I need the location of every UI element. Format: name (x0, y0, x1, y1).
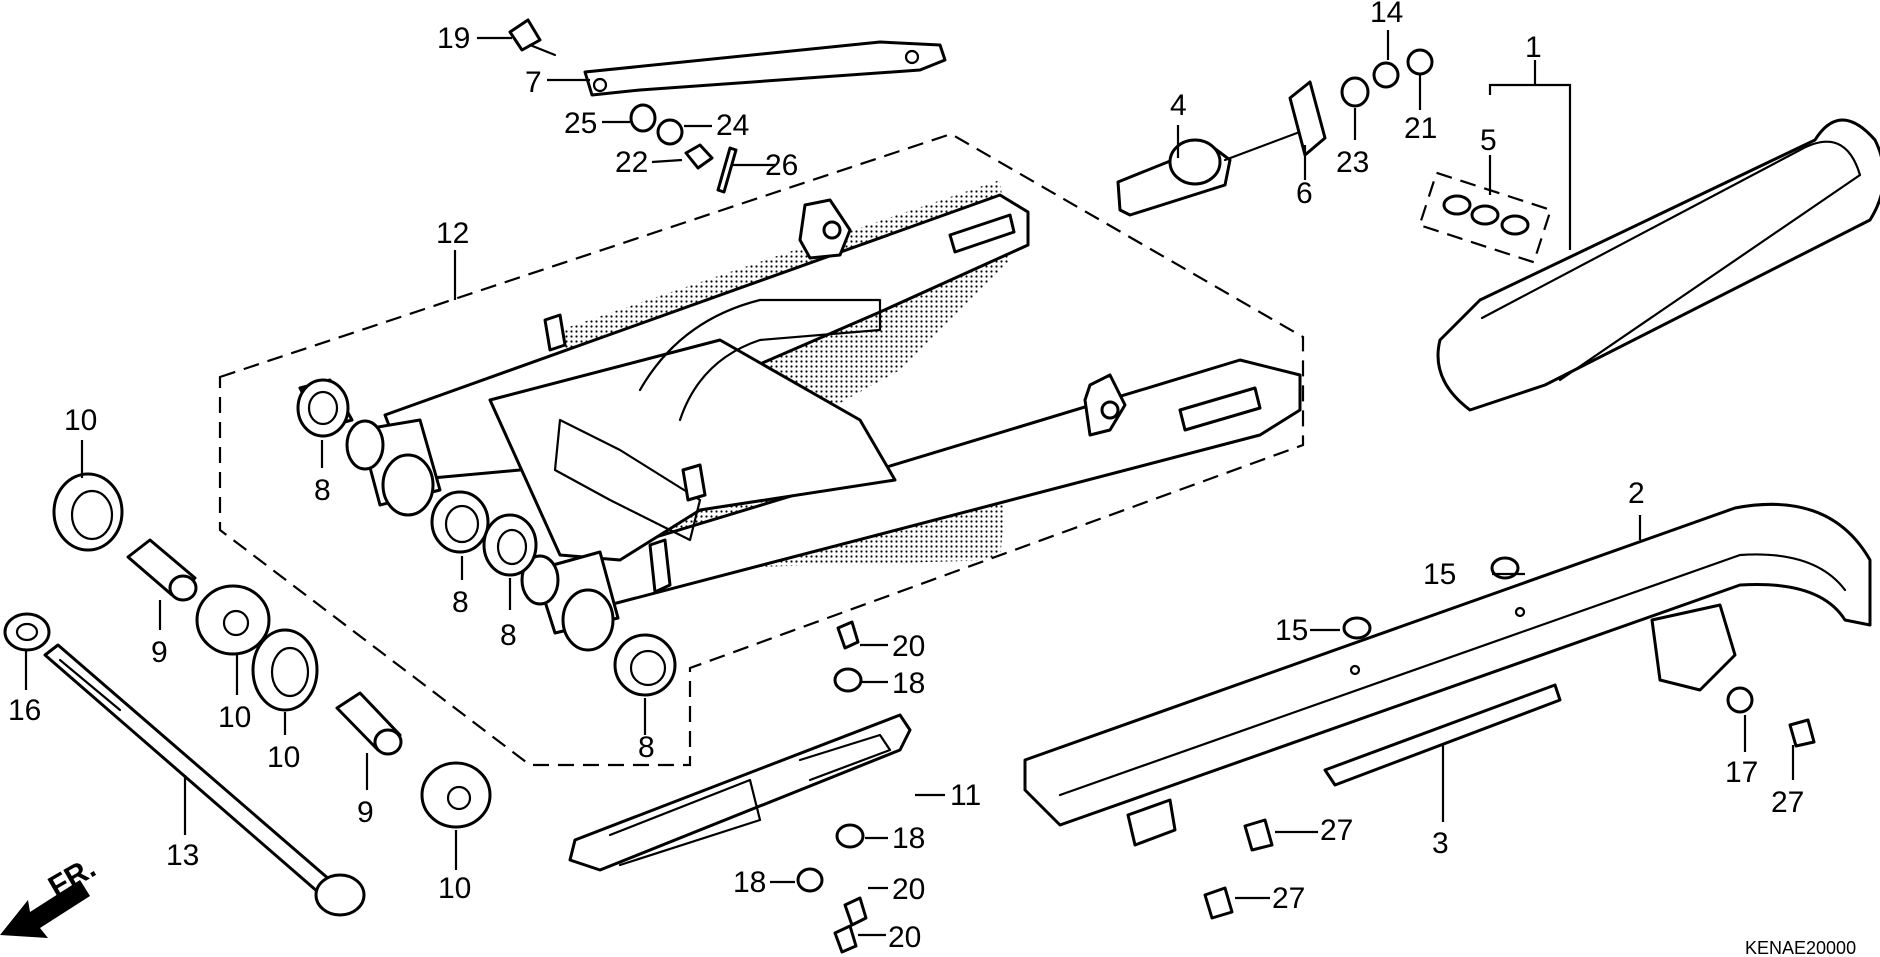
callout-10d: 10 (438, 872, 471, 905)
drive-chain (1436, 118, 1880, 412)
callout-18b: 18 (892, 822, 925, 855)
callout-15b: 15 (1423, 558, 1456, 591)
drawing-code: KENAE20000 (1745, 938, 1856, 957)
swingarm-group-boundary (218, 132, 1305, 767)
callout-22: 22 (615, 146, 648, 179)
callout-12: 12 (436, 217, 469, 250)
callout-16: 16 (8, 694, 41, 727)
pivot-bearing (52, 472, 124, 552)
callout-8d: 8 (638, 731, 655, 764)
front-label: FR. (43, 851, 101, 904)
callout-27b: 27 (1272, 882, 1305, 915)
callout-18a: 18 (892, 667, 925, 700)
callout-9b: 9 (357, 796, 374, 829)
chain-joint (1418, 171, 1553, 264)
adjuster-plate (1288, 80, 1327, 157)
swingarm (345, 180, 1302, 652)
washer (629, 103, 684, 146)
callout-27a: 27 (1320, 814, 1353, 847)
callout-9a: 9 (151, 636, 168, 669)
callout-20c: 20 (888, 921, 921, 954)
callout-6: 6 (1296, 177, 1313, 210)
pivot-bushing (613, 633, 677, 697)
callout-19: 19 (437, 22, 470, 55)
callout-8a: 8 (314, 474, 331, 507)
callout-24: 24 (716, 109, 749, 142)
callout-labels: 1 2 3 4 5 6 7 8 8 8 8 9 9 10 10 10 10 11… (8, 0, 1804, 954)
callout-4: 4 (1170, 89, 1187, 122)
callout-17: 17 (1725, 756, 1758, 789)
pivot-collar (335, 691, 403, 756)
callout-18c: 18 (733, 866, 766, 899)
pivot-bushing (296, 378, 354, 438)
pivot-collar (126, 538, 198, 602)
callout-5: 5 (1480, 124, 1497, 157)
callout-15a: 15 (1275, 614, 1308, 647)
adjuster-nut (1372, 48, 1434, 89)
callout-25: 25 (564, 107, 597, 140)
callout-7: 7 (525, 66, 542, 99)
callout-8b: 8 (452, 586, 469, 619)
callout-2: 2 (1628, 477, 1645, 510)
torque-link (583, 40, 947, 97)
callout-23: 23 (1336, 146, 1369, 179)
collar (796, 667, 865, 893)
pivot-nut (3, 612, 51, 652)
pivot-bearing (195, 584, 271, 656)
front-direction-marker: FR. (0, 851, 101, 938)
callout-27c: 27 (1771, 786, 1804, 819)
callout-20b: 20 (892, 873, 925, 906)
callout-11: 11 (950, 779, 981, 812)
chain-case (1023, 502, 1872, 847)
callout-1: 1 (1525, 31, 1542, 64)
pivot-bolt (43, 643, 366, 917)
callout-26: 26 (765, 149, 798, 182)
chain-case-bolt (1203, 718, 1816, 920)
pivot-bushing (482, 513, 538, 577)
callout-14: 14 (1370, 0, 1403, 29)
callout-21: 21 (1404, 112, 1437, 145)
cotter-pin (716, 146, 738, 194)
callout-10c: 10 (267, 741, 300, 774)
chain-guide-bolt (833, 620, 868, 954)
pivot-bearing (420, 761, 492, 829)
chain-guide (568, 713, 912, 872)
pivot-bushing (430, 490, 490, 554)
callout-13: 13 (166, 839, 199, 872)
callout-10b: 10 (218, 701, 251, 734)
callout-10a: 10 (64, 404, 97, 437)
nut (684, 143, 714, 170)
callout-3: 3 (1432, 827, 1449, 860)
leader-lines (24, 30, 1795, 937)
chain-adjuster (1116, 128, 1307, 217)
chain-case-washer (1726, 686, 1754, 714)
front-arrow-icon (0, 880, 90, 938)
callout-20a: 20 (892, 630, 925, 663)
chain-slider (1323, 683, 1562, 787)
adjuster-washer (1340, 76, 1370, 108)
torque-link-bolt (508, 18, 557, 57)
pivot-bearing (251, 628, 319, 712)
callout-8c: 8 (500, 619, 517, 652)
